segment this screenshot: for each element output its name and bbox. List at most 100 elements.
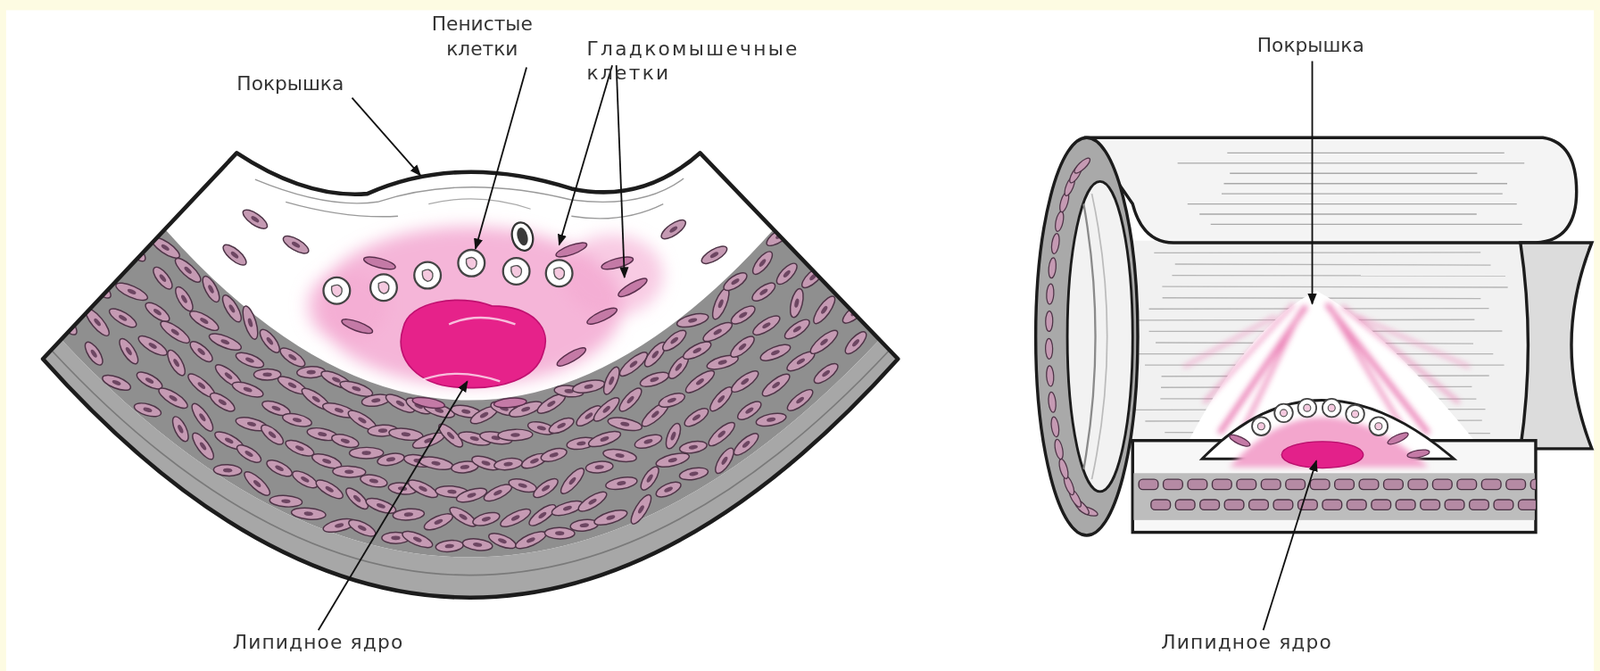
wall-cross-section xyxy=(1132,440,1536,533)
vessel-lumen xyxy=(1067,181,1133,491)
muscle-cell xyxy=(1211,479,1232,490)
muscle-cell xyxy=(795,229,824,257)
foam-cell xyxy=(1251,416,1271,436)
muscle-cell xyxy=(633,431,664,451)
muscle-cell xyxy=(462,537,494,553)
leader-line xyxy=(352,98,422,176)
foam-cell xyxy=(1369,416,1389,436)
foam-cell xyxy=(1274,404,1294,423)
muscle-cell xyxy=(281,232,312,257)
muscle-cell xyxy=(654,479,683,501)
muscle-cell xyxy=(728,302,758,327)
muscle-cell xyxy=(1151,499,1171,510)
muscle-cell xyxy=(435,538,465,553)
leader-line xyxy=(1311,61,1314,305)
part-label: Пенистые клетки xyxy=(418,12,547,61)
muscle-cell xyxy=(1236,479,1257,490)
muscle-cell xyxy=(1044,338,1053,359)
muscle-cell xyxy=(606,414,644,433)
muscle-cell xyxy=(1057,457,1070,480)
muscle-cell xyxy=(330,431,360,450)
muscle-cell xyxy=(240,206,270,233)
muscle-cell xyxy=(659,326,689,354)
hatch-line xyxy=(1229,173,1477,175)
muscle-cell xyxy=(107,305,140,332)
muscle-cell xyxy=(727,332,757,361)
muscle-cell xyxy=(638,369,672,390)
muscle-cell xyxy=(1072,156,1093,176)
muscle-cell xyxy=(728,367,762,396)
muscle-cell xyxy=(471,510,501,529)
foam-cell xyxy=(503,257,531,285)
muscle-cell xyxy=(1138,479,1159,490)
muscle-cell xyxy=(313,476,346,502)
muscle-cell xyxy=(678,465,709,482)
muscle-cell xyxy=(1530,479,1536,490)
muscle-cell xyxy=(749,279,779,305)
smooth-muscle-cell xyxy=(411,395,446,410)
core-crack xyxy=(423,373,501,382)
lipid-core xyxy=(400,299,546,388)
muscle-cell xyxy=(627,492,655,527)
foam-cell xyxy=(414,262,441,290)
smooth-muscle-cell xyxy=(585,305,620,328)
muscle-cell xyxy=(811,360,841,388)
muscle-cell xyxy=(807,326,841,357)
lumen-interior xyxy=(1127,240,1526,443)
muscle-cell xyxy=(1260,479,1281,490)
muscle-cell xyxy=(1309,479,1330,490)
muscle-cell xyxy=(376,451,406,468)
muscle-cell xyxy=(187,338,216,365)
leader-line xyxy=(318,381,468,631)
muscle-cell xyxy=(114,279,150,304)
muscle-cell xyxy=(172,255,205,286)
muscle-cell xyxy=(455,485,489,506)
foam-cell xyxy=(457,249,485,277)
muscle-cell xyxy=(332,465,366,479)
muscle-cell xyxy=(844,265,864,296)
muscle-cell xyxy=(1493,499,1514,510)
muscle-cell xyxy=(1050,416,1061,439)
muscle-cell xyxy=(1053,210,1066,233)
muscle-cell xyxy=(359,472,389,490)
muscle-cell xyxy=(605,474,639,491)
foam-cell xyxy=(370,273,398,301)
foam-cell xyxy=(323,277,350,305)
muscle-cell xyxy=(638,464,663,493)
muscle-cell xyxy=(1200,499,1220,510)
muscle-cell xyxy=(1506,479,1526,490)
muscle-cell xyxy=(493,456,523,472)
muscle-cell xyxy=(1371,499,1392,510)
leader-line xyxy=(1263,461,1317,631)
hatch-line xyxy=(1226,152,1504,154)
muscle-cell xyxy=(810,293,839,327)
muscle-cell xyxy=(1334,479,1355,490)
muscle-cell xyxy=(754,411,788,429)
upper-wall xyxy=(1086,137,1577,243)
muscle-cell xyxy=(135,332,170,360)
muscle-cell xyxy=(1469,499,1490,510)
muscle-cell xyxy=(675,311,710,331)
muscle-cell xyxy=(1249,499,1269,510)
intima-fiber xyxy=(571,204,664,219)
muscle-cell xyxy=(1285,479,1306,490)
muscle-cell xyxy=(1163,479,1184,490)
smooth-muscle-cell xyxy=(362,254,397,272)
muscle-cell xyxy=(422,510,455,533)
vessel-end-ring xyxy=(1036,137,1138,536)
muscle-cell xyxy=(1322,499,1343,510)
muscle-cell xyxy=(1384,479,1404,490)
core-crack xyxy=(448,317,515,324)
muscle-cell xyxy=(572,377,606,395)
muscle-cell xyxy=(712,445,738,476)
media-strip xyxy=(1133,472,1534,521)
muscle-cell xyxy=(1408,479,1428,490)
muscle-cell xyxy=(487,530,519,552)
muscle-cell xyxy=(172,284,197,315)
muscle-cell xyxy=(220,241,250,269)
muscle-cell xyxy=(132,400,163,420)
part-label: Гладкомышечные клетки xyxy=(587,36,843,85)
vessel-cutaway xyxy=(1036,137,1592,536)
